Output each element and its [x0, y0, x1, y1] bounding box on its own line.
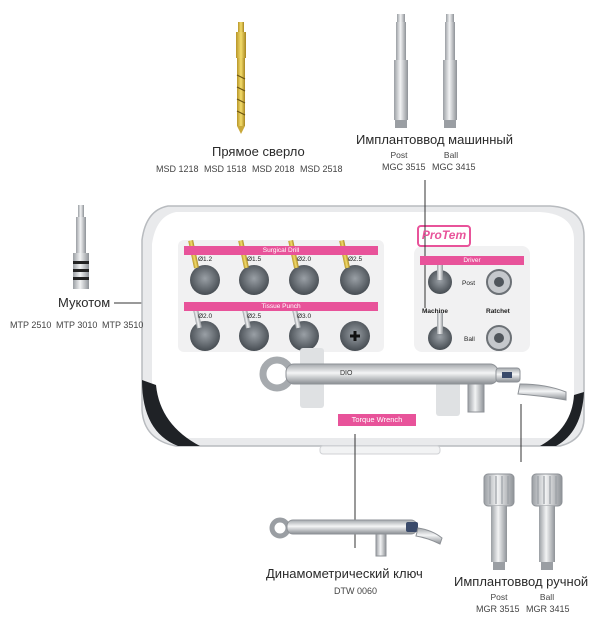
mucotome-code: MTP 2510: [10, 320, 52, 330]
torque-wrench-tray-label: Torque Wrench: [338, 414, 416, 426]
punch-well-2: [239, 321, 269, 351]
straight-drill-code: MSD 1218: [156, 164, 199, 174]
manual-driver-title: Имплантоввод ручной: [454, 574, 589, 589]
straight-drill-image: [236, 22, 246, 134]
punch-size-label: Ø3.0: [297, 313, 312, 320]
ball-label: Ball: [464, 336, 475, 343]
drill-well-4: [340, 265, 370, 295]
driver-machine-in-tray: [437, 312, 443, 334]
straight-drill-code: MSD 1518: [204, 164, 247, 174]
drill-size-label: Ø1.2: [198, 256, 213, 263]
drill-size-label: Ø2.0: [297, 256, 312, 263]
drill-size-label: Ø2.5: [348, 256, 363, 263]
manual-driver-post-label: Post: [490, 592, 508, 602]
punch-well-3: [289, 321, 319, 351]
manual-driver-ball-label: Ball: [539, 592, 555, 602]
machine-driver-ball-image: [443, 14, 457, 128]
driver-well-machine: [428, 326, 452, 350]
drill-size-label: Ø1.5: [247, 256, 262, 263]
tissue-punch-label: Tissue Punch: [184, 302, 378, 311]
ratchet-label: Ratchet: [486, 308, 510, 315]
mucotome-title: Мукотом: [58, 295, 111, 310]
drill-well-3: [289, 265, 319, 295]
drill-well-2: [239, 265, 269, 295]
punch-well-4-insert: [350, 331, 360, 341]
manual-driver-ball-code: MGR 3415: [526, 604, 570, 614]
machine-driver-ball-code: MGC 3415: [432, 162, 476, 172]
manual-driver-post-code: MGR 3515: [476, 604, 520, 614]
drill-well-1: [190, 265, 220, 295]
tray-punches: [192, 305, 301, 329]
straight-drill-title: Прямое сверло: [212, 144, 305, 159]
tray-brand-logo: ProTem: [421, 228, 467, 242]
machine-driver-post-label: Post: [390, 150, 408, 160]
post-label: Post: [462, 280, 476, 287]
machine-driver-ball-label: Ball: [443, 150, 459, 160]
mucotome-code: MTP 3510: [102, 320, 144, 330]
surgical-drill-label: Surgical Drill: [184, 246, 378, 255]
driver-well-post: [428, 270, 452, 294]
mucotome-image: [73, 205, 89, 289]
driver-label: Driver: [420, 256, 524, 265]
torque-wrench-image: [269, 517, 443, 557]
wrench-engraving: DIO: [340, 370, 353, 377]
machine-driver-title: Имплантоввод машинный: [356, 132, 513, 147]
punch-well-1: [190, 321, 220, 351]
tray-torque-wrench: [259, 348, 567, 416]
torque-wrench-title: Динамометрический ключ: [266, 566, 423, 581]
machine-driver-post-code: MGC 3515: [382, 162, 426, 172]
machine-driver-post-image: [394, 14, 408, 128]
torque-wrench-code: DTW 0060: [334, 586, 378, 596]
punch-size-label: Ø2.0: [198, 313, 213, 320]
punch-size-label: Ø2.5: [247, 313, 262, 320]
straight-drill-code: MSD 2518: [300, 164, 343, 174]
machine-label: Machine: [422, 308, 449, 315]
mucotome-code: MTP 3010: [56, 320, 98, 330]
manual-driver-post-image: [483, 473, 515, 570]
manual-driver-ball-image: [531, 473, 563, 570]
driver-post-in-tray: [437, 258, 443, 280]
straight-drill-code: MSD 2018: [252, 164, 295, 174]
